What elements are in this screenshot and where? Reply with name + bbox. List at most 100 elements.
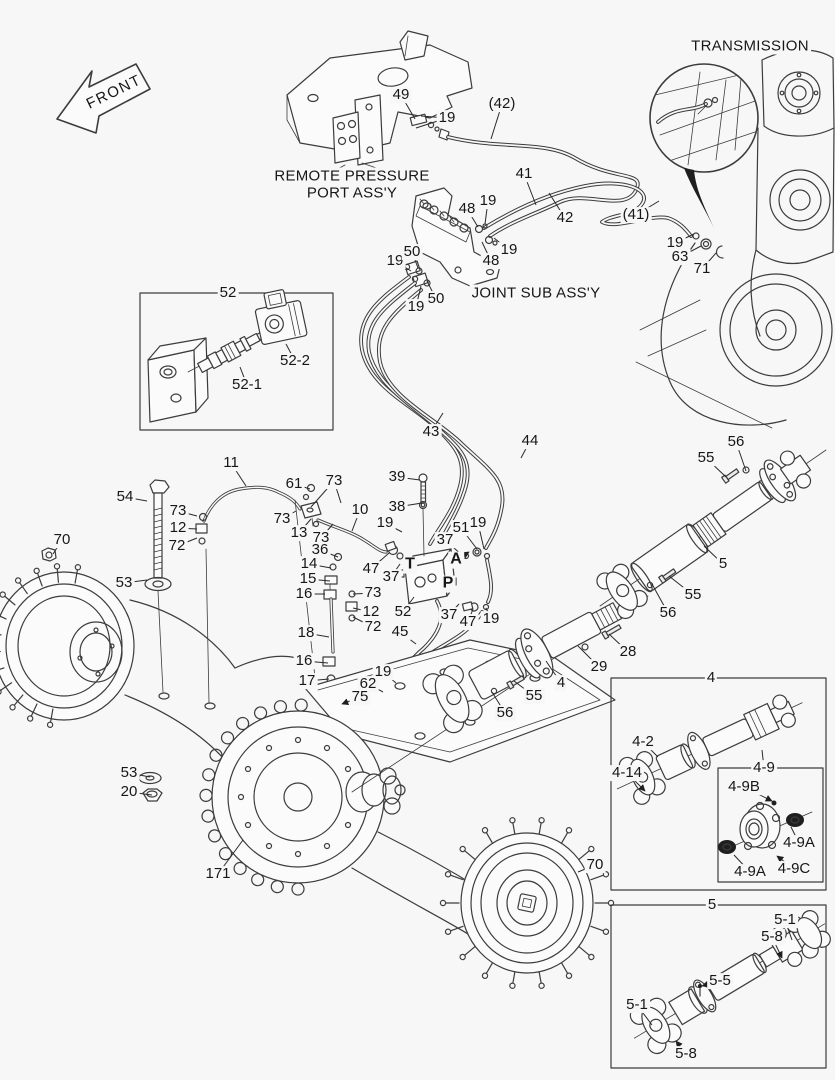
leader-line	[128, 791, 153, 796]
leader-line	[177, 527, 198, 530]
fitting-63-71	[692, 232, 724, 259]
leader-line	[455, 551, 470, 561]
driveshaft-5	[596, 450, 812, 620]
joint-sub-assembly-bracket	[403, 187, 501, 288]
leader-line	[668, 575, 694, 596]
left-wheel-hub	[0, 562, 135, 729]
leader-line	[351, 509, 361, 532]
tee-51	[462, 547, 491, 560]
leader-line	[776, 855, 795, 870]
leader-line	[333, 480, 342, 504]
leader-line	[128, 772, 151, 778]
leader-line	[491, 691, 506, 714]
leader-line	[239, 366, 248, 386]
washer-53-upper	[144, 576, 172, 592]
leader-line	[675, 1040, 687, 1055]
leader-line	[635, 200, 660, 216]
leader-line	[577, 864, 596, 873]
leader-line	[674, 233, 695, 244]
leader-line	[230, 462, 247, 487]
leader-line	[761, 749, 765, 769]
leader-line	[281, 510, 297, 520]
elbow-47-19-37	[384, 540, 404, 560]
leader-line	[735, 441, 747, 472]
leader-line	[415, 285, 422, 308]
leader-line	[305, 632, 330, 638]
front-axle-assembly	[0, 562, 616, 990]
washer-29	[581, 643, 589, 651]
leader-line	[484, 200, 489, 225]
tee-13	[300, 501, 322, 528]
bolt-55-ds5-upper	[721, 468, 740, 484]
leader-line	[352, 616, 374, 628]
pipe-11	[202, 485, 302, 523]
fittings-48	[474, 223, 498, 246]
leader-line	[705, 457, 727, 478]
transmission-body	[635, 49, 835, 429]
companion-flange-4-9	[739, 800, 781, 851]
leader-line	[545, 660, 562, 684]
leader-line	[448, 603, 460, 616]
pipe-10	[316, 518, 388, 554]
leader-line	[784, 919, 793, 941]
leader-line	[217, 839, 244, 875]
leader-line	[642, 741, 659, 758]
bolt-5-5	[698, 984, 702, 997]
leader-line	[394, 260, 412, 272]
cartridge-valve-52-1	[197, 330, 266, 374]
leader-line	[467, 608, 474, 623]
washer-56-ds5-upper	[742, 466, 750, 474]
detail-box-4	[610, 677, 827, 891]
bolt-55-ds5-lower	[658, 568, 677, 584]
driveshaft-4	[422, 602, 623, 734]
leader-line	[411, 251, 419, 269]
right-wheel-hub	[439, 816, 615, 990]
leader-line	[703, 545, 724, 565]
leader-line	[493, 237, 510, 251]
leader-line	[520, 440, 531, 459]
plug-70-left	[41, 547, 57, 562]
leader-line	[320, 523, 334, 539]
leader-line	[790, 826, 800, 844]
leader-line	[577, 645, 600, 668]
leader-line	[608, 633, 629, 653]
leader-line	[285, 343, 296, 362]
assembly-line-54	[157, 590, 164, 693]
leader-line	[679, 245, 702, 258]
leader-line	[444, 539, 464, 557]
seal-4-9A-right	[786, 813, 804, 827]
leader-line	[399, 631, 417, 645]
leader-line	[651, 583, 669, 614]
leader-line	[293, 483, 311, 490]
leader-line	[177, 510, 198, 517]
leader-line	[52, 539, 63, 555]
leader-line	[307, 578, 331, 582]
leader-line	[701, 980, 721, 988]
leader-line	[303, 660, 329, 664]
plate-hole-1	[158, 692, 170, 700]
leader-line	[701, 252, 717, 270]
leader-line	[626, 772, 646, 792]
leader-line	[733, 854, 751, 873]
leader-line	[636, 1004, 653, 1026]
leader-line	[384, 522, 403, 533]
leader-line	[124, 496, 148, 502]
leader-line	[490, 103, 503, 140]
remote-pressure-port-assembly	[286, 30, 473, 173]
leader-line	[402, 596, 415, 613]
breather-36-14-15	[324, 552, 343, 591]
assembly-line-72	[205, 548, 210, 704]
leader-line	[485, 607, 492, 620]
hose-42	[446, 135, 640, 238]
leader-line	[513, 680, 535, 697]
leader-line	[466, 208, 479, 228]
leader-line	[396, 502, 423, 508]
leader-line	[400, 94, 416, 120]
leader-line	[460, 527, 478, 550]
detail-box-52	[139, 289, 334, 431]
leader-line	[352, 592, 374, 595]
bolt-28	[601, 624, 622, 640]
leader-line	[481, 241, 492, 262]
